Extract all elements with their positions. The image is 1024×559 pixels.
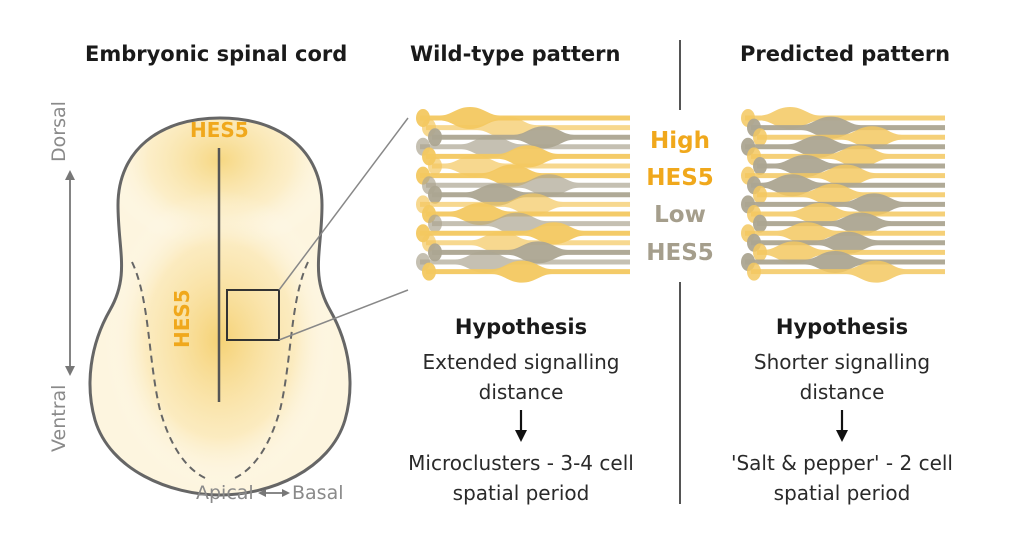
predicted-result2: spatial period [773,481,911,505]
left-arrow-head [258,489,266,497]
wildtype-cell [422,260,630,283]
right-arrow-head [282,489,290,497]
predicted-cell [753,241,945,264]
spinal-cord-title: Embryonic spinal cord [85,42,348,66]
predicted-title: Predicted pattern [740,42,951,66]
predicted-cell [753,212,945,235]
down-arrow-head [65,366,75,376]
wildtype-cell [428,155,630,177]
wildtype-line1: Extended signalling [422,350,620,374]
up-arrow-head [65,170,75,180]
predicted-line1: Shorter signalling [753,350,931,374]
wildtype-title: Wild-type pattern [410,42,621,66]
zoom-line-top [278,117,409,291]
apical-label: Apical [196,482,254,504]
zoom-box [226,289,280,341]
wildtype-result2: spatial period [452,481,590,505]
legend-high-hes5: HES5 [646,165,714,191]
predicted-hypothesis-heading: Hypothesis [775,315,909,339]
legend-low: Low [654,202,706,228]
wildtype-cell [428,126,630,149]
wildtype-result1: Microclusters - 3-4 cell [408,451,634,475]
predicted-arrow-head [836,430,848,442]
legend-high: High [650,128,710,154]
divider-top [679,40,681,110]
predicted-result1: 'Salt & pepper' - 2 cell [730,451,953,475]
dashed-boundary-left [131,261,206,479]
wildtype-cell [428,212,630,235]
wildtype-arrow-head [515,430,527,442]
predicted-cell [747,260,945,283]
wildtype-line2: distance [478,380,564,404]
predicted-cell [753,126,945,149]
hes5-top-label: HES5 [190,118,249,142]
legend-low-hes5: HES5 [646,240,714,266]
divider-bottom [679,282,681,504]
predicted-line2: distance [799,380,885,404]
zoom-line-bottom [278,289,409,341]
wildtype-hypothesis-heading: Hypothesis [454,315,588,339]
wildtype-cell [428,241,630,264]
predicted-cell [753,183,945,206]
dashed-boundary-right [234,261,309,479]
basal-label: Basal [292,482,344,504]
